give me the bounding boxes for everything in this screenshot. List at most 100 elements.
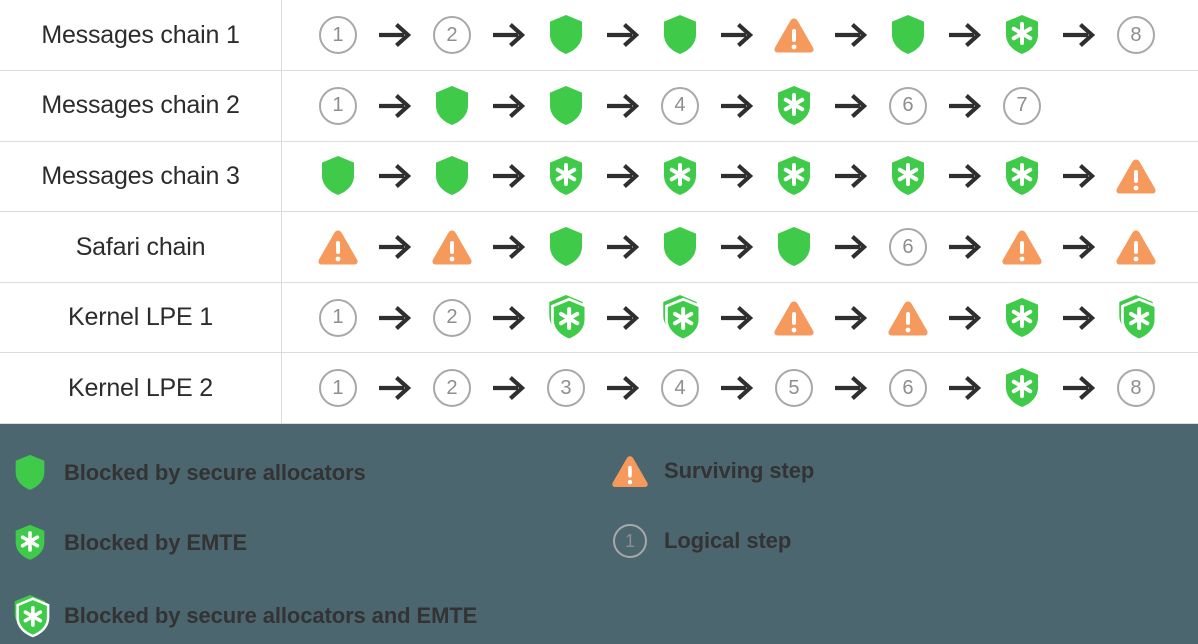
- numbered-circle-icon: 1: [319, 298, 357, 337]
- step-arrow: [1058, 22, 1100, 48]
- step-number: 1: [332, 94, 344, 117]
- arrow-right-icon: [378, 22, 412, 48]
- step-arrow: [1058, 375, 1100, 401]
- table-row: Messages chain 3: [0, 140, 1198, 213]
- legend-item: Surviving step: [608, 454, 814, 488]
- legend-icon: [8, 524, 52, 562]
- step-arrow: [944, 163, 986, 189]
- step-arrow: [374, 375, 416, 401]
- step-number: 1: [332, 376, 344, 399]
- chain-step: [758, 155, 830, 197]
- step-arrow: [830, 93, 872, 119]
- arrow-right-icon: [492, 93, 526, 119]
- arrow-right-icon: [834, 375, 868, 401]
- step-number: 6: [902, 376, 914, 399]
- legend-icon: [608, 454, 652, 488]
- arrow-right-icon: [834, 234, 868, 260]
- arrow-right-icon: [378, 93, 412, 119]
- arrow-right-icon: [606, 22, 640, 48]
- arrow-right-icon: [948, 234, 982, 260]
- warning-triangle-icon: [1001, 228, 1043, 266]
- shield-asterisk-icon: [547, 155, 585, 197]
- chain-label-cell: Safari chain: [0, 211, 282, 283]
- step-sequence: 1 4 6 7: [302, 85, 1198, 127]
- step-number: 4: [674, 94, 686, 117]
- arrow-right-icon: [948, 163, 982, 189]
- chain-step: [644, 294, 716, 342]
- shield-icon: [547, 226, 585, 268]
- arrow-right-icon: [1062, 234, 1096, 260]
- step-number: 8: [1130, 376, 1142, 399]
- chain-step: 4: [644, 86, 716, 125]
- step-arrow: [716, 22, 758, 48]
- numbered-circle-icon: 6: [889, 86, 927, 125]
- step-arrow: [944, 375, 986, 401]
- step-number: 7: [1016, 94, 1028, 117]
- chain-step: [416, 155, 488, 197]
- step-arrow: [716, 375, 758, 401]
- legend-icon: [8, 454, 52, 492]
- arrow-right-icon: [492, 305, 526, 331]
- chain-step: [1100, 228, 1172, 266]
- legend-item: Blocked by EMTE: [8, 524, 247, 562]
- step-arrow: [488, 375, 530, 401]
- arrow-right-icon: [720, 234, 754, 260]
- warning-triangle-icon: [1115, 228, 1157, 266]
- step-arrow: [830, 234, 872, 260]
- step-sequence: 6: [302, 226, 1198, 268]
- chain-step: 1: [302, 86, 374, 125]
- legend-label: Blocked by secure allocators: [64, 459, 366, 485]
- arrow-right-icon: [378, 234, 412, 260]
- arrow-right-icon: [606, 375, 640, 401]
- numbered-circle-icon: 1: [613, 524, 647, 558]
- chain-label-cell: Kernel LPE 1: [0, 281, 282, 354]
- step-arrow: [1058, 163, 1100, 189]
- numbered-circle-icon: 3: [547, 369, 585, 408]
- shield-icon: [775, 226, 813, 268]
- chain-step: 2: [416, 298, 488, 337]
- double-shield-asterisk-icon: [9, 594, 51, 638]
- chain-step: [986, 367, 1058, 409]
- arrow-right-icon: [492, 375, 526, 401]
- warning-triangle-icon: [1115, 157, 1157, 195]
- chain-step: [986, 155, 1058, 197]
- chain-step: 6: [872, 86, 944, 125]
- shield-icon: [433, 155, 471, 197]
- chain-label-cell: Messages chain 3: [0, 140, 282, 213]
- arrow-right-icon: [1062, 375, 1096, 401]
- arrow-right-icon: [378, 375, 412, 401]
- chain-step: [872, 155, 944, 197]
- step-arrow: [830, 305, 872, 331]
- shield-icon: [433, 85, 471, 127]
- numbered-circle-icon: 6: [889, 228, 927, 267]
- arrow-right-icon: [834, 163, 868, 189]
- arrow-right-icon: [1062, 305, 1096, 331]
- step-number: 8: [1130, 23, 1142, 46]
- chain-step: [872, 299, 944, 337]
- arrow-right-icon: [720, 305, 754, 331]
- numbered-circle-icon: 5: [775, 369, 813, 408]
- chain-step: [986, 297, 1058, 339]
- step-number: 1: [332, 23, 344, 46]
- chain-step: [644, 226, 716, 268]
- numbered-circle-icon: 8: [1117, 16, 1155, 55]
- arrow-right-icon: [834, 93, 868, 119]
- shield-asterisk-icon: [13, 524, 47, 562]
- chain-step: 6: [872, 369, 944, 408]
- step-arrow: [944, 234, 986, 260]
- double-shield-asterisk-icon: [543, 294, 589, 342]
- arrow-right-icon: [606, 305, 640, 331]
- chain-step: [986, 228, 1058, 266]
- step-arrow: [944, 305, 986, 331]
- step-arrow: [716, 93, 758, 119]
- step-arrow: [374, 22, 416, 48]
- chain-step: 4: [644, 369, 716, 408]
- step-arrow: [716, 305, 758, 331]
- numbered-circle-icon: 1: [319, 369, 357, 408]
